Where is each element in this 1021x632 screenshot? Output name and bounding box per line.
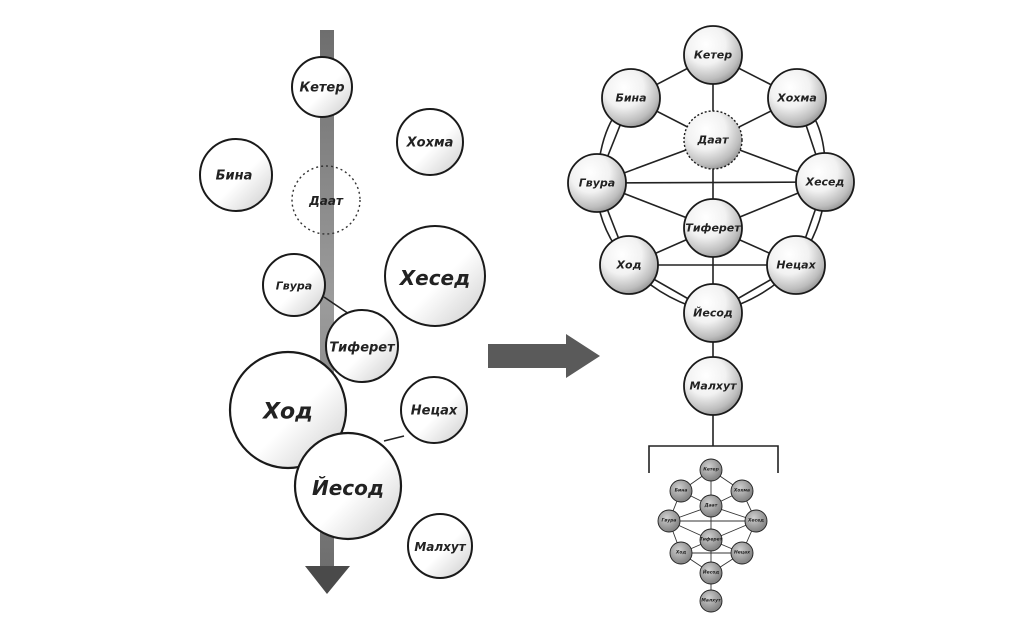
mini-node-daat: Даат	[699, 494, 723, 518]
right-node-bina: Бина	[601, 68, 661, 128]
left-node-yesod-label: Йесод	[312, 476, 384, 500]
mini-node-tiferet: Тиферет	[699, 528, 723, 552]
right-node-tiferet-label: Тиферет	[685, 222, 741, 235]
left-node-hod-label: Ход	[261, 400, 313, 425]
mini-node-hesed: Хесед	[744, 509, 768, 533]
mini-node-daat-label: Даат	[704, 503, 718, 509]
left-node-yesod: Йесод	[293, 431, 403, 541]
right-node-netsah: Нецах	[766, 235, 826, 295]
mini-node-hokhma-label: Хохма	[733, 488, 750, 494]
mini-tree: Кетер Бина Хохма Даат Гвура Хесед	[657, 458, 768, 613]
netsah-yesod-connector	[383, 435, 405, 442]
mini-node-yesod: Йесод	[699, 561, 723, 585]
right-node-daat-label: Даат	[696, 134, 729, 147]
left-node-hod: Ход	[228, 350, 348, 470]
left-node-hokhma: Хохма	[396, 108, 464, 176]
mini-node-bina: Бина	[669, 479, 693, 503]
right-node-hod-label: Ход	[616, 259, 642, 272]
mini-node-gvura-label: Гвура	[662, 518, 677, 524]
left-node-malkhut-label: Малхут	[414, 540, 466, 554]
right-node-yesod-label: Йесод	[693, 307, 733, 320]
right-node-gvura-label: Гвура	[579, 177, 615, 190]
left-node-keter: Кетер	[291, 56, 353, 118]
right-node-keter: Кетер	[683, 25, 743, 85]
right-node-hesed: Хесед	[795, 152, 855, 212]
right-node-hokhma: Хохма	[767, 68, 827, 128]
left-node-bina-label: Бина	[216, 169, 253, 184]
right-node-keter-label: Кетер	[694, 49, 732, 62]
left-node-bina: Бина	[199, 138, 273, 212]
right-panel: Кетер Бина Хохма Даат Гвура Хесед Тифере…	[567, 25, 855, 613]
left-node-netsah-label: Нецах	[411, 404, 458, 419]
left-node-keter-label: Кетер	[299, 81, 344, 96]
mini-node-hod-label: Ход	[675, 550, 687, 556]
mini-node-yesod-label: Йесод	[703, 568, 720, 576]
right-node-gvura: Гвура	[567, 153, 627, 213]
left-node-tiferet: Тиферет	[325, 309, 399, 383]
right-node-malkhut: Малхут	[683, 356, 743, 416]
left-node-tiferet-label: Тиферет	[329, 341, 396, 356]
left-node-gvura-label: Гвура	[276, 280, 312, 293]
right-node-hokhma-label: Хохма	[776, 92, 817, 105]
left-node-malkhut: Малхут	[407, 513, 473, 579]
mini-node-hokhma: Хохма	[730, 479, 754, 503]
bracket	[648, 445, 779, 473]
left-node-gvura: Гвура	[262, 253, 326, 317]
mini-node-keter-label: Кетер	[703, 467, 719, 473]
mini-node-netsah-label: Нецах	[734, 550, 751, 556]
left-node-hesed: Хесед	[384, 225, 486, 327]
mini-node-hod: Ход	[669, 541, 693, 565]
right-node-hod: Ход	[599, 235, 659, 295]
mini-node-malkhut: Малхут	[699, 589, 723, 613]
right-node-netsah-label: Нецах	[776, 259, 816, 272]
mini-node-bina-label: Бина	[675, 488, 688, 494]
left-node-daat: Даат	[291, 165, 361, 235]
mini-node-netsah: Нецах	[730, 541, 754, 565]
right-node-malkhut-label: Малхут	[689, 380, 737, 393]
transition-arrow	[488, 334, 600, 378]
left-panel: Кетер Хохма Бина Даат Гвура Хесед	[199, 30, 486, 594]
mini-node-keter: Кетер	[699, 458, 723, 482]
right-node-tiferet: Тиферет	[683, 198, 743, 258]
right-node-daat: Даат	[683, 110, 743, 170]
right-node-yesod: Йесод	[683, 283, 743, 343]
right-node-hesed-label: Хесед	[805, 176, 845, 189]
left-node-hesed-label: Хесед	[398, 266, 471, 290]
left-node-netsah: Нецах	[400, 376, 468, 444]
mini-node-malkhut-label: Малхут	[701, 598, 721, 604]
mini-node-gvura: Гвура	[657, 509, 681, 533]
left-node-daat-label: Даат	[308, 194, 344, 208]
right-node-bina-label: Бина	[615, 92, 646, 105]
mini-node-tiferet-label: Тиферет	[700, 536, 723, 543]
left-node-hokhma-label: Хохма	[406, 136, 454, 151]
mini-node-hesed-label: Хесед	[747, 518, 764, 524]
